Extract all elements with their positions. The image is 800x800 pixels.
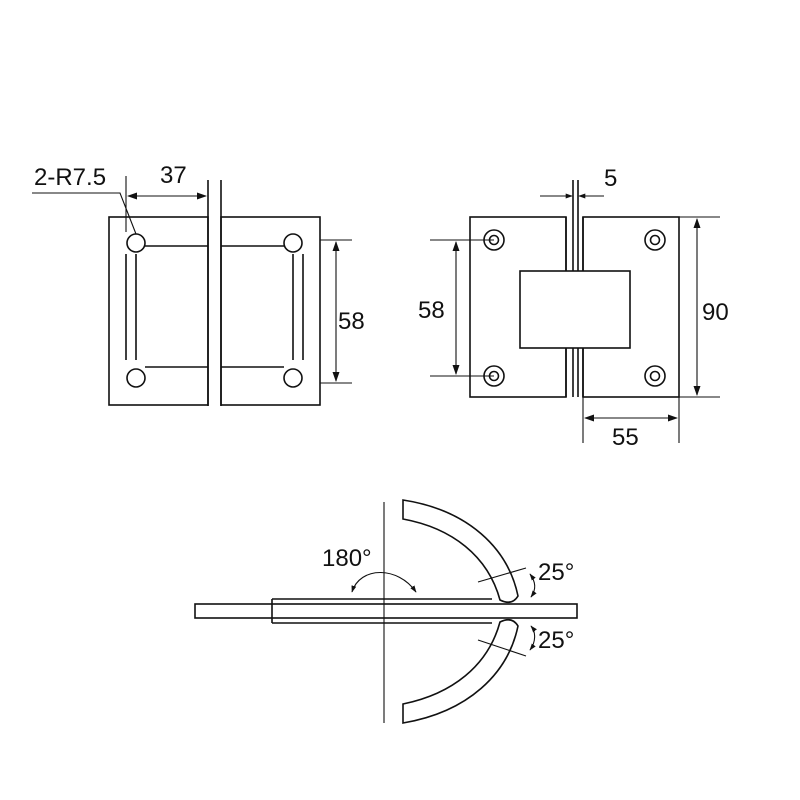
glass-panel xyxy=(194,603,578,619)
corner-hole xyxy=(283,368,303,388)
upper-door-arc xyxy=(402,499,519,604)
swing-diagram: 180° 25° 25° xyxy=(194,499,578,724)
screw-hole xyxy=(644,229,666,251)
left-hinge-view: 2-R7.5 37 58 xyxy=(32,162,365,406)
swing-reference-line xyxy=(477,639,527,657)
hinge-body xyxy=(519,270,631,349)
width-label: 37 xyxy=(160,162,187,189)
width-label: 55 xyxy=(612,424,639,451)
upper-swing-arrow xyxy=(529,573,537,598)
radius-leader xyxy=(32,192,137,235)
hole-spacing-label: 58 xyxy=(418,297,445,324)
swing-reference-line xyxy=(477,567,527,583)
rotation-label: 180° xyxy=(322,545,372,572)
hinge-plate-outline xyxy=(271,598,492,624)
corner-hole xyxy=(126,368,146,388)
lower-swing-label: 25° xyxy=(538,627,574,654)
right-slot-outline xyxy=(221,245,304,368)
corner-hole xyxy=(283,233,303,253)
upper-swing-label: 25° xyxy=(538,559,574,586)
height-label: 58 xyxy=(338,308,365,335)
gap-label: 5 xyxy=(604,165,617,192)
radius-label: 2-R7.5 xyxy=(34,164,106,191)
lower-door-arc xyxy=(402,618,519,724)
rotation-arrow xyxy=(351,571,417,593)
corner-hole xyxy=(126,233,146,253)
left-slot-outline xyxy=(125,245,208,368)
height-label: 90 xyxy=(702,299,729,326)
right-hinge-view: 5 58 90 55 xyxy=(418,165,729,451)
lower-swing-arrow xyxy=(529,625,537,651)
screw-hole xyxy=(644,365,666,387)
